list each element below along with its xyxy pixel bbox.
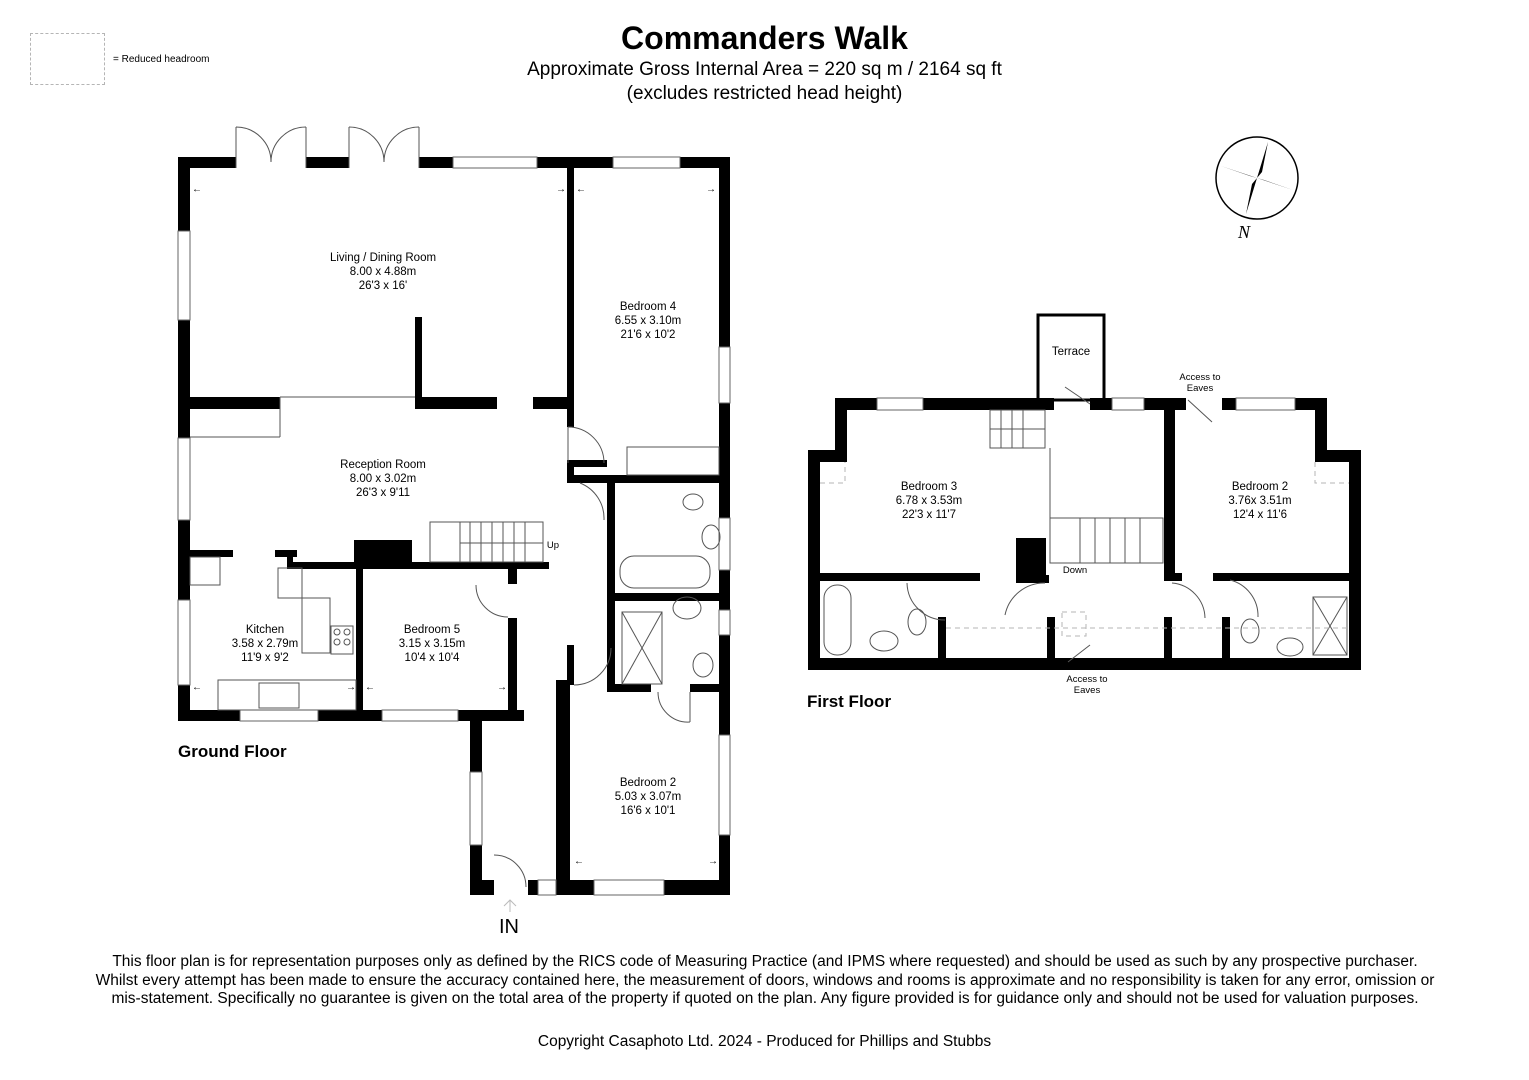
compass-icon: N <box>1215 136 1299 242</box>
svg-text:→: → <box>346 682 356 693</box>
page-title: Commanders Walk <box>621 20 908 56</box>
first-floor-label: First Floor <box>807 692 892 711</box>
first-floor-walls <box>808 398 1361 670</box>
svg-text:←: ← <box>365 682 375 693</box>
terrace-label: Terrace <box>1052 346 1090 358</box>
ground-floor-label: Ground Floor <box>178 742 287 761</box>
reduced-headroom-areas <box>820 462 1349 637</box>
area-note: (excludes restricted head height) <box>626 83 903 104</box>
area-summary: Approximate Gross Internal Area = 220 sq… <box>0 58 1529 106</box>
french-doors <box>189 126 721 888</box>
stairs-up-label: Up <box>547 540 559 551</box>
svg-text:→: → <box>708 856 718 867</box>
ground-floor-plan: ← → ← → ← → ← → ← → Living / Dining Room8.00 … <box>177 126 731 912</box>
svg-text:←: ← <box>576 184 586 195</box>
compass-north-label: N <box>1237 222 1251 242</box>
stairs-down-label: Down <box>1063 565 1087 576</box>
svg-text:→: → <box>497 682 507 693</box>
ground-floor-windows <box>177 156 731 896</box>
svg-text:→: → <box>556 184 566 195</box>
gross-area-text: Approximate Gross Internal Area = 220 sq… <box>527 59 1002 80</box>
dimension-arrows: ← → ← → ← → ← → ← → <box>192 184 718 867</box>
first-floor-windows <box>876 397 1296 411</box>
copyright-text: Copyright Casaphoto Ltd. 2024 - Produced… <box>537 1033 992 1050</box>
entrance-label: IN <box>499 916 519 938</box>
entrance-arrow-icon <box>503 899 517 912</box>
reduced-headroom-legend-text: = Reduced headroom <box>113 54 210 65</box>
svg-text:→: → <box>706 184 716 195</box>
reduced-headroom-legend-swatch <box>30 33 105 85</box>
svg-text:←: ← <box>192 184 202 195</box>
svg-text:←: ← <box>574 856 584 867</box>
disclaimer-text: This floor plan is for representation pu… <box>95 953 1435 1007</box>
svg-text:←: ← <box>192 682 202 693</box>
first-floor-fixtures <box>823 313 1348 663</box>
ground-floor-walls <box>178 157 730 895</box>
